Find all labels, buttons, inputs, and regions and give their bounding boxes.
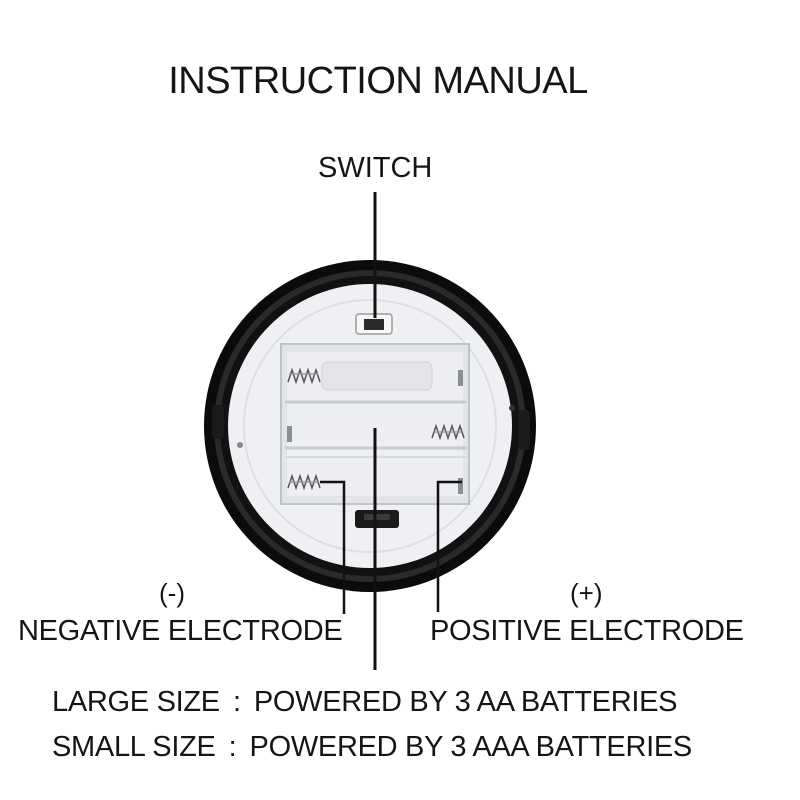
small-size-spec: SMALL SIZE: POWERED BY 3 AAA BATTERIES (52, 731, 692, 764)
spec-size: LARGE SIZE (52, 686, 220, 718)
spec-size: SMALL SIZE (52, 731, 216, 763)
page-title: INSTRUCTION MANUAL (168, 60, 588, 102)
spring-contact-icon (287, 367, 321, 385)
spec-separator: : (228, 731, 237, 763)
left-clip (212, 405, 224, 439)
spec-power: POWERED BY 3 AAA BATTERIES (249, 731, 693, 763)
device-housing-inner-ring (243, 299, 497, 553)
screw-dot (237, 442, 243, 448)
negative-pointer-line (320, 480, 346, 614)
positive-pointer-line (436, 480, 462, 612)
large-size-spec: LARGE SIZE: POWERED BY 3 AA BATTERIES (52, 686, 677, 719)
battery-slot-label-area (321, 361, 433, 391)
switch-label: SWITCH (318, 152, 433, 184)
spring-contact-icon (287, 473, 321, 491)
negative-electrode-label: NEGATIVE ELECTRODE (18, 615, 343, 647)
screw-dot (509, 405, 515, 411)
right-clip (518, 410, 530, 450)
flat-contact (458, 370, 463, 386)
negative-sign: (-) (159, 578, 185, 608)
spec-separator: : (232, 686, 241, 718)
flat-contact (458, 478, 463, 494)
positive-electrode-label: POSITIVE ELECTRODE (430, 615, 744, 647)
switch-slider[interactable] (364, 319, 384, 330)
positive-sign: (+) (570, 578, 603, 608)
spec-power: POWERED BY 3 AA BATTERIES (253, 686, 678, 718)
flat-contact (287, 426, 292, 442)
spring-contact-icon (431, 423, 465, 441)
latch-notch (364, 514, 390, 520)
